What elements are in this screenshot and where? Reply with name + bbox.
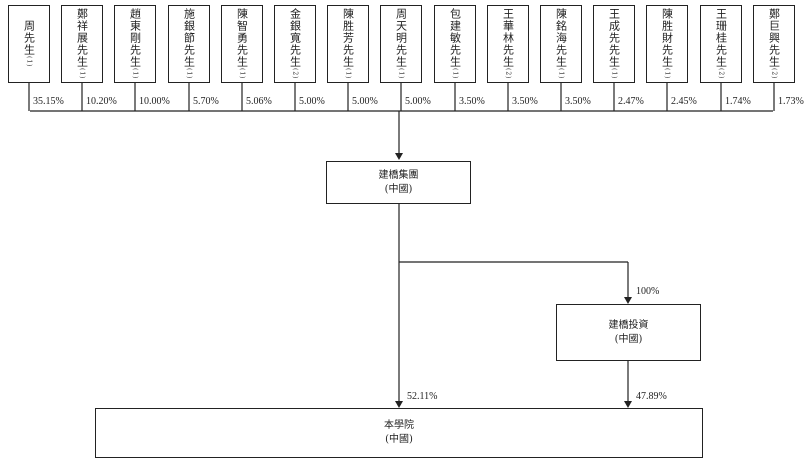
group-box: 建橋集團 (中國) <box>326 161 471 204</box>
shareholder-name: 鄭巨興先生 <box>767 8 781 69</box>
shareholder-note: (1) <box>663 68 671 80</box>
college-pct-from-group: 52.11% <box>407 391 438 402</box>
shareholder-note: (1) <box>344 68 352 80</box>
shareholder-note: (1) <box>25 56 33 68</box>
shareholder-note: (1) <box>557 68 565 80</box>
shareholder-label: 周先生(1) <box>22 20 36 68</box>
arrow-to-group <box>395 153 403 160</box>
shareholder-name: 周天明先生 <box>394 8 408 69</box>
shareholder-pct: 5.00% <box>299 96 325 107</box>
shareholder-note: (1) <box>397 68 405 80</box>
investment-name: 建橋投資 <box>608 319 649 331</box>
shareholder-pct: 10.20% <box>86 96 117 107</box>
shareholder-box: 包建敏先生(1) <box>434 5 476 83</box>
shareholder-name: 王成先先生 <box>607 8 621 69</box>
shareholder-label: 施銀節先生(1) <box>182 8 196 80</box>
shareholder-label: 包建敏先生(1) <box>448 8 462 80</box>
shareholder-box: 周天明先生(1) <box>380 5 422 83</box>
shareholder-box: 陳胜財先生(1) <box>646 5 688 83</box>
shareholder-note: (2) <box>770 68 778 80</box>
shareholder-box: 周先生(1) <box>8 5 50 83</box>
group-name: 建橋集團 <box>378 169 419 181</box>
shareholder-name: 施銀節先生 <box>182 8 196 69</box>
shareholder-name: 王華林先生 <box>501 8 515 69</box>
shareholder-pct: 2.45% <box>671 96 697 107</box>
shareholder-name: 鄭祥展先生 <box>75 8 89 69</box>
college-box: 本學院 (中國) <box>95 408 703 458</box>
shareholder-name: 王珊桂先生 <box>714 8 728 69</box>
arrow-to-investment <box>624 297 632 304</box>
college-name: 本學院 <box>384 420 414 431</box>
shareholder-box: 王成先先生(1) <box>593 5 635 83</box>
shareholder-name: 陳智勇先生 <box>235 8 249 69</box>
shareholder-name: 趙東剛先生 <box>128 8 142 69</box>
shareholder-pct: 1.73% <box>778 96 804 107</box>
shareholder-box: 王華林先生(2) <box>487 5 529 83</box>
shareholder-pct: 35.15% <box>33 96 64 107</box>
shareholder-label: 陳銘海先生(1) <box>554 8 568 80</box>
shareholder-note: (1) <box>131 68 139 80</box>
shareholder-name: 包建敏先生 <box>448 8 462 69</box>
shareholder-note: (2) <box>291 68 299 80</box>
shareholder-note: (1) <box>185 68 193 80</box>
shareholder-note: (2) <box>717 68 725 80</box>
shareholder-pct: 5.00% <box>352 96 378 107</box>
arrow-to-college-left <box>395 401 403 408</box>
shareholder-label: 陳胜芳先生(1) <box>341 8 355 80</box>
group-sub: (中國) <box>384 183 413 195</box>
shareholder-label: 王成先先生(1) <box>607 8 621 80</box>
shareholder-name: 陳胜芳先生 <box>341 8 355 69</box>
shareholder-pct: 10.00% <box>139 96 170 107</box>
shareholder-box: 王珊桂先生(2) <box>700 5 742 83</box>
shareholder-pct: 5.00% <box>405 96 431 107</box>
college-pct-from-investment: 47.89% <box>636 391 667 402</box>
shareholder-name: 陳銘海先生 <box>554 8 568 69</box>
shareholder-label: 王珊桂先生(2) <box>714 8 728 80</box>
shareholder-pct: 1.74% <box>725 96 751 107</box>
shareholder-box: 金銀寬先生(2) <box>274 5 316 83</box>
shareholder-note: (1) <box>610 68 618 80</box>
shareholder-label: 鄭祥展先生(1) <box>75 8 89 80</box>
shareholder-box: 趙東剛先生(1) <box>114 5 156 83</box>
shareholder-label: 周天明先生(1) <box>394 8 408 80</box>
shareholder-label: 陳胜財先生(1) <box>660 8 674 80</box>
shareholder-note: (1) <box>451 68 459 80</box>
shareholder-label: 金銀寬先生(2) <box>288 8 302 80</box>
shareholder-pct: 5.06% <box>246 96 272 107</box>
shareholder-label: 趙東剛先生(1) <box>128 8 142 80</box>
shareholder-label: 王華林先生(2) <box>501 8 515 80</box>
college-sub: (中國) <box>385 434 413 445</box>
shareholder-box: 陳智勇先生(1) <box>221 5 263 83</box>
investment-sub: (中國) <box>614 333 643 345</box>
shareholder-pct: 2.47% <box>618 96 644 107</box>
shareholder-label: 陳智勇先生(1) <box>235 8 249 80</box>
shareholder-box: 陳銘海先生(1) <box>540 5 582 83</box>
shareholder-pct: 3.50% <box>512 96 538 107</box>
investment-box: 建橋投資 (中國) <box>556 304 701 361</box>
shareholder-pct: 3.50% <box>565 96 591 107</box>
shareholder-name: 金銀寬先生 <box>288 8 302 69</box>
shareholder-box: 鄭巨興先生(2) <box>753 5 795 83</box>
shareholder-box: 陳胜芳先生(1) <box>327 5 369 83</box>
shareholder-note: (1) <box>78 68 86 80</box>
shareholder-box: 鄭祥展先生(1) <box>61 5 103 83</box>
shareholder-name: 陳胜財先生 <box>660 8 674 69</box>
shareholder-pct: 3.50% <box>459 96 485 107</box>
shareholder-note: (1) <box>238 68 246 80</box>
shareholder-box: 施銀節先生(1) <box>168 5 210 83</box>
arrow-to-college-right <box>624 401 632 408</box>
shareholder-note: (2) <box>504 68 512 80</box>
shareholder-pct: 5.70% <box>193 96 219 107</box>
shareholder-label: 鄭巨興先生(2) <box>767 8 781 80</box>
investment-pct: 100% <box>636 286 660 297</box>
shareholder-name: 周先生 <box>22 20 36 57</box>
